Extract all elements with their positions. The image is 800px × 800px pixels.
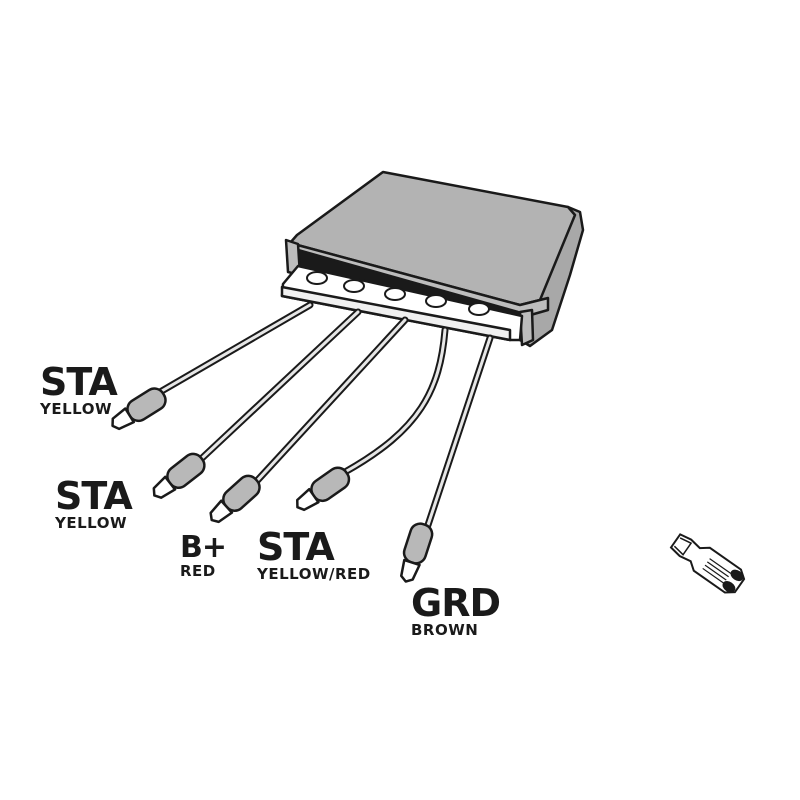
label-wire-2: STA YELLOW xyxy=(55,474,133,532)
terminal-name: STA xyxy=(55,474,133,518)
wire-2 xyxy=(196,308,362,464)
connector-5 xyxy=(400,522,434,583)
wire-color: YELLOW/RED xyxy=(257,565,371,583)
wires xyxy=(156,301,494,529)
wire-1 xyxy=(156,301,314,396)
regulator-body xyxy=(280,170,585,348)
label-wire-1: STA YELLOW xyxy=(40,360,118,418)
wire-color: RED xyxy=(180,562,216,580)
connector-1 xyxy=(111,387,167,431)
spade-connector xyxy=(669,533,746,594)
terminal-name: B+ xyxy=(180,530,227,565)
connector-2 xyxy=(152,452,206,499)
terminal-holes xyxy=(306,271,490,316)
terminal-name: GRD xyxy=(411,581,501,625)
label-wire-4: STA YELLOW/RED xyxy=(257,528,371,582)
wire-color: BROWN xyxy=(411,621,479,639)
label-wire-5: GRD BROWN xyxy=(411,581,501,639)
label-wire-3: B+ RED xyxy=(180,530,227,580)
connector-4 xyxy=(296,466,351,512)
terminal-name: STA xyxy=(40,360,118,404)
terminal-name: STA xyxy=(257,525,335,569)
wire-color: YELLOW xyxy=(55,514,127,532)
wire-color: YELLOW xyxy=(40,400,112,418)
wire-3 xyxy=(251,316,409,487)
wire-4 xyxy=(341,326,449,476)
wire-5 xyxy=(424,334,494,529)
connector-3 xyxy=(209,474,261,524)
